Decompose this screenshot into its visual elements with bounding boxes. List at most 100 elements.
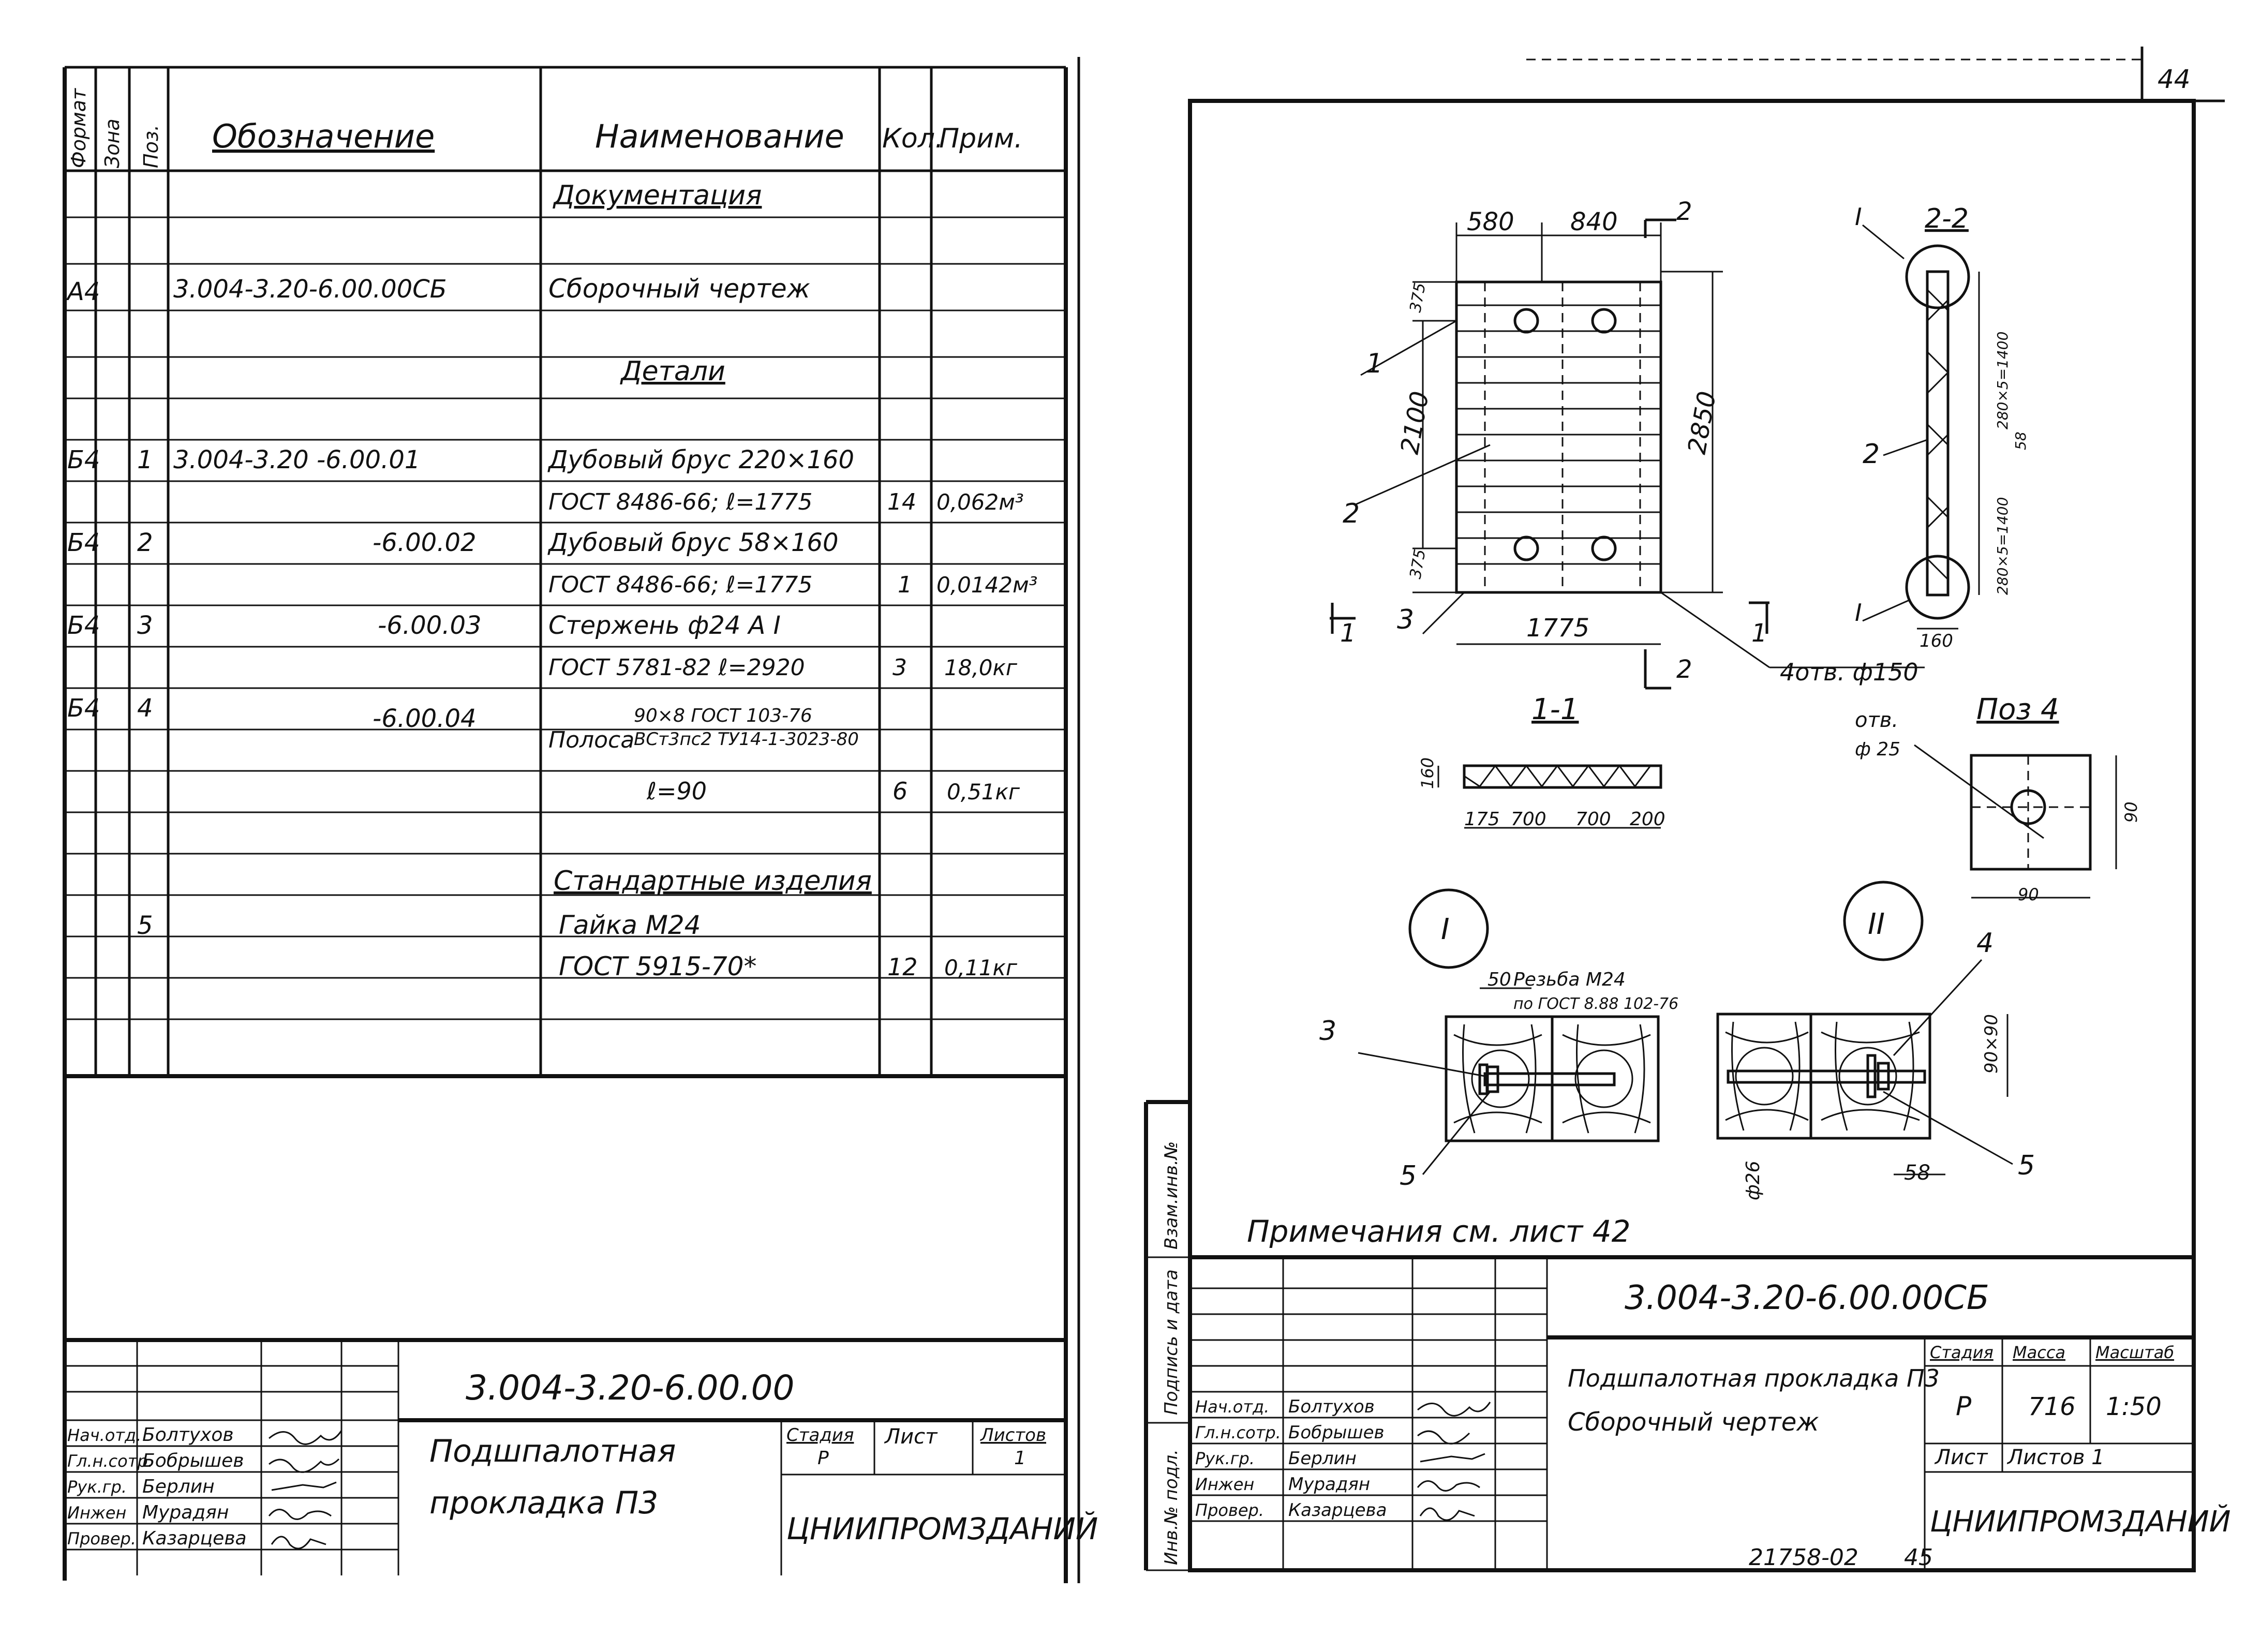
role-person: Болтухов xyxy=(142,1424,234,1446)
stage-label: Стадия xyxy=(1930,1343,1994,1362)
detail-I-mark: I xyxy=(1441,913,1450,946)
cut-mark-2-bottom: 2 xyxy=(1676,655,1692,684)
signature xyxy=(269,1458,340,1473)
row-name: ℓ=90 xyxy=(646,777,707,805)
left-title-block: 3.004-3.20-6.00.00 Подшпалотная прокладк… xyxy=(65,1338,1098,1575)
row-pos: 4 xyxy=(137,694,153,723)
cut-mark-1-right: 1 xyxy=(1751,619,1767,648)
detII-pos4: 4 xyxy=(1976,928,1994,959)
col-note: Прим. xyxy=(939,123,1023,154)
sec11-dim-700b: 700 xyxy=(1575,809,1611,830)
signature xyxy=(268,1509,332,1520)
row-format: Б4 xyxy=(67,611,100,640)
bolt-hole xyxy=(1513,308,1539,334)
role-person: Мурадян xyxy=(1288,1474,1370,1495)
spec-row: ГОСТ 5781-82 ℓ=2920 3 18,0кг xyxy=(548,654,1018,681)
row-name: ГОСТ 8486-66; ℓ=1775 xyxy=(548,572,812,598)
side-label-sign: Подпись и дата xyxy=(1161,1269,1182,1415)
title-line-2: прокладка П3 xyxy=(429,1485,658,1521)
role-person: Берлин xyxy=(1288,1448,1357,1469)
section-2-2: 2-2 I I 2 280×5=1400 280×5=1400 58 160 xyxy=(1855,203,2029,651)
mark-I: I xyxy=(1855,203,1862,231)
title-line-1: Подшпалотная xyxy=(429,1433,676,1469)
signature xyxy=(271,1536,326,1550)
scale-label: Масштаб xyxy=(2095,1343,2174,1362)
spec-row: ГОСТ 5915-70* 12 0,11кг xyxy=(559,951,1018,981)
row-code: 3.004-3.20 -6.00.01 xyxy=(173,445,420,474)
bolt-hole xyxy=(1591,308,1617,334)
spec-row: ГОСТ 8486-66; ℓ=1775 1 0,0142м³ xyxy=(548,572,1037,598)
row-name: ГОСТ 5781-82 ℓ=2920 xyxy=(548,654,805,681)
col-designation: Обозначение xyxy=(212,117,435,155)
sec11-dim-160: 160 xyxy=(1418,757,1437,789)
spec-row: Б4 2 -6.00.02 Дубовый брус 58×160 xyxy=(67,528,839,557)
bottom-code: 21758-02 xyxy=(1749,1544,1858,1571)
pos-3-label: 3 xyxy=(1397,604,1414,635)
right-sheet: 44 Инв.№ подл. Подпись и дата Взам.инв.№ xyxy=(1144,47,2231,1572)
poz4-title: Поз 4 xyxy=(1976,693,2059,726)
polosa-spec-2: ВСт3пс2 ТУ14-1-3023-80 xyxy=(634,729,859,750)
dim-840: 840 xyxy=(1570,207,1618,236)
bolt-hole xyxy=(1591,535,1617,561)
section-title: 2-2 xyxy=(1925,203,1969,234)
detail-I: I 50 Резьба М24 по ГОСТ 8.88 102-76 3 5 xyxy=(1319,888,1678,1192)
row-qty: 14 xyxy=(887,489,916,515)
signature xyxy=(269,1430,343,1445)
row-name: Сборочный чертеж xyxy=(548,274,810,304)
stamp-code: 3.004-3.20-6.00.00 xyxy=(466,1368,794,1408)
right-title-block: 3.004-3.20-6.00.00СБ Подшпалотная прокла… xyxy=(1190,1255,2231,1570)
polosa-spec-1: 90×8 ГОСТ 103-76 xyxy=(634,705,812,726)
stamp-code: 3.004-3.20-6.00.00СБ xyxy=(1625,1279,1989,1317)
side-label-inv: Инв.№ подл. xyxy=(1161,1449,1182,1565)
detI-pos3: 3 xyxy=(1319,1016,1336,1047)
row-name: Дубовый брус 58×160 xyxy=(547,528,839,557)
role-label: Инжен xyxy=(1195,1475,1254,1494)
dim-2850: 2850 xyxy=(1683,389,1722,456)
detI-thread: Резьба М24 xyxy=(1513,969,1626,990)
detI-gost: по ГОСТ 8.88 102-76 xyxy=(1513,995,1678,1013)
dim-2100: 2100 xyxy=(1395,389,1435,456)
sheets-label: Листов xyxy=(979,1425,1046,1446)
row-note: 0,51кг xyxy=(947,779,1020,805)
org-name: ЦНИИПРОМЗДАНИЙ xyxy=(786,1511,1098,1546)
dim-375-bottom: 375 xyxy=(1406,548,1429,580)
col-format: Формат xyxy=(67,87,90,168)
poz4-height: 90 xyxy=(2121,801,2141,823)
row-code: -6.00.04 xyxy=(373,704,477,733)
sec11-dim-200: 200 xyxy=(1630,809,1665,830)
sheet-label: Лист xyxy=(884,1425,938,1449)
row-format: Б4 xyxy=(67,528,100,557)
row-format: A4 xyxy=(66,277,100,306)
stage-value: Р xyxy=(1956,1391,1972,1421)
row-name: ГОСТ 8486-66; ℓ=1775 xyxy=(548,489,812,515)
detail-II-mark: II xyxy=(1868,907,1885,941)
row-qty: 1 xyxy=(898,572,912,598)
col-pos: Поз. xyxy=(140,125,162,168)
row-format: Б4 xyxy=(67,445,100,474)
role-label: Рук.гр. xyxy=(1195,1449,1255,1468)
title-line-2: Сборочный чертеж xyxy=(1568,1408,1819,1437)
row-name: ГОСТ 5915-70* xyxy=(559,951,756,981)
row-note: 0,062м³ xyxy=(936,489,1024,515)
section-standard: Стандартные изделия xyxy=(554,866,872,897)
role-person: Бобрышев xyxy=(1288,1422,1385,1443)
org-name: ЦНИИПРОМЗДАНИЙ xyxy=(1930,1505,2231,1539)
role-label: Нач.отд. xyxy=(67,1425,141,1445)
spec-row: Б4 4 -6.00.04 Полоса 90×8 ГОСТ 103-76 ВС… xyxy=(67,694,859,753)
section-title: 1-1 xyxy=(1531,693,1579,726)
section-1-1: 1-1 160 175 700 700 200 xyxy=(1418,693,1665,830)
cut-mark-1-left: 1 xyxy=(1340,619,1356,648)
row-pos: 2 xyxy=(137,528,153,557)
sheets-value: 1 xyxy=(1014,1448,1026,1469)
row-pos: 5 xyxy=(137,911,153,940)
left-sheet: Формат Зона Поз. Обозначение Наименовани… xyxy=(63,66,1098,1583)
spec-row: ℓ=90 6 0,51кг xyxy=(646,777,1020,805)
col-qty: Кол. xyxy=(882,123,944,154)
row-name: Полоса xyxy=(548,727,634,753)
row-name: Гайка М24 xyxy=(559,910,701,940)
row-qty: 3 xyxy=(892,654,907,681)
row-note: 18,0кг xyxy=(944,655,1018,680)
row-qty: 12 xyxy=(887,953,918,981)
